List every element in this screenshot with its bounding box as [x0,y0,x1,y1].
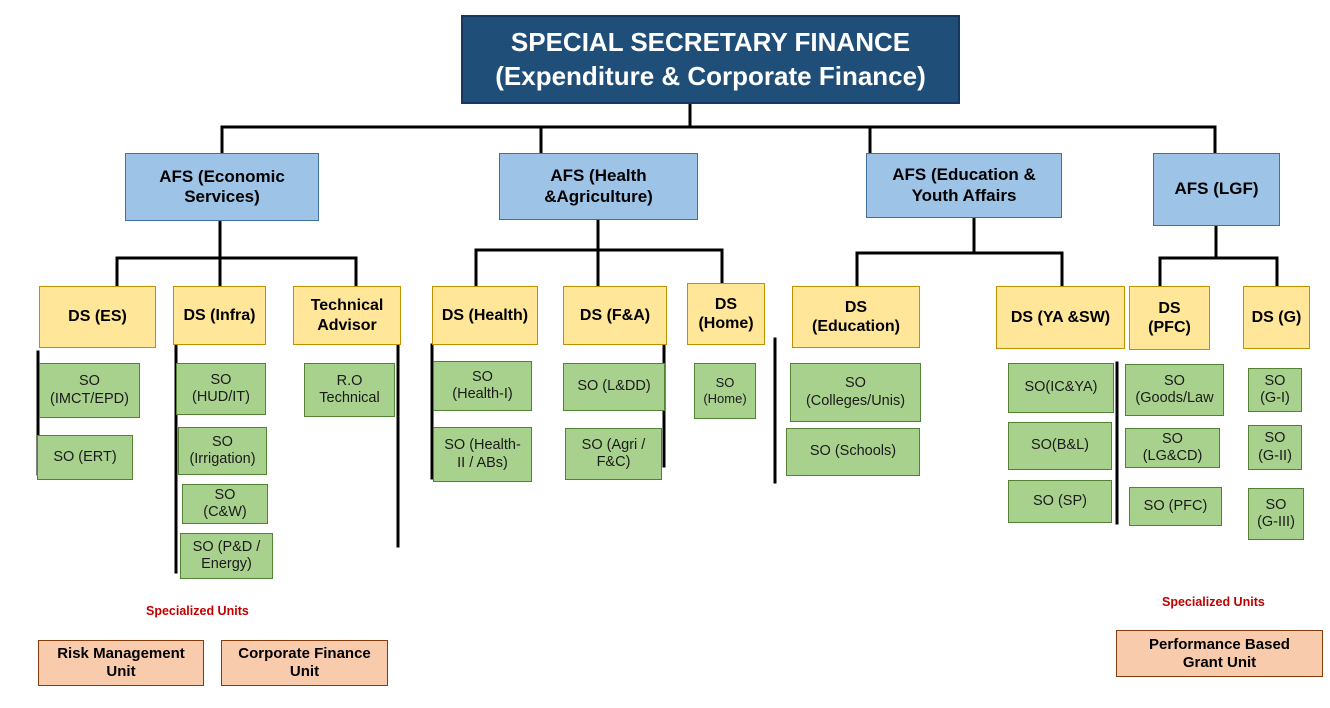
so-ert-box: SO (ERT) [37,435,133,480]
so-hud-box: SO (HUD/IT) [176,363,266,415]
so-ldd-box: SO (L&DD) [563,363,665,411]
ds-health-box: DS (Health) [432,286,538,345]
ds-es-box: DS (ES) [39,286,156,348]
so-cw-box: SO (C&W) [182,484,268,524]
afs-economic-box: AFS (Economic Services) [125,153,319,221]
afs-lgf-box: AFS (LGF) [1153,153,1280,226]
ds-fa-box: DS (F&A) [563,286,667,345]
so-health-ii-box: SO (Health- II / ABs) [433,427,532,482]
so-icya-box: SO(IC&YA) [1008,363,1114,413]
so-g-ii-box: SO (G-II) [1248,425,1302,470]
ds-infra-box: DS (Infra) [173,286,266,345]
so-health-i-box: SO (Health-I) [433,361,532,411]
so-pd-box: SO (P&D / Energy) [180,533,273,579]
so-colleges-box: SO (Colleges/Unis) [790,363,921,422]
corporate-finance-unit-box: Corporate Finance Unit [221,640,388,686]
so-sp-box: SO (SP) [1008,480,1112,523]
ds-yasw-box: DS (YA &SW) [996,286,1125,349]
so-irrigation-box: SO (Irrigation) [178,427,267,475]
so-lgcd-box: SO (LG&CD) [1125,428,1220,468]
so-g-i-box: SO (G-I) [1248,368,1302,412]
ds-education-box: DS (Education) [792,286,920,348]
ds-g-box: DS (G) [1243,286,1310,349]
so-ro-technical-box: R.O Technical [304,363,395,417]
afs-health-box: AFS (Health &Agriculture) [499,153,698,220]
so-goods-law-box: SO (Goods/Law [1125,364,1224,416]
ds-technical-advisor-box: Technical Advisor [293,286,401,345]
so-home-box: SO (Home) [694,363,756,419]
risk-management-unit-box: Risk Management Unit [38,640,204,686]
special-secretary-box: SPECIAL SECRETARY FINANCE (Expenditure &… [461,15,960,104]
so-agri-box: SO (Agri / F&C) [565,428,662,480]
so-pfc-box: SO (PFC) [1129,487,1222,526]
so-schools-box: SO (Schools) [786,428,920,476]
specialized-units-label-left: Specialized Units [146,604,249,618]
ds-pfc-box: DS (PFC) [1129,286,1210,350]
performance-based-grant-unit-box: Performance Based Grant Unit [1116,630,1323,677]
specialized-units-label-right: Specialized Units [1162,595,1265,609]
so-imct-box: SO (IMCT/EPD) [39,363,140,418]
so-bl-box: SO(B&L) [1008,422,1112,470]
ds-home-box: DS (Home) [687,283,765,345]
so-g-iii-box: SO (G-III) [1248,488,1304,540]
afs-education-box: AFS (Education & Youth Affairs [866,153,1062,218]
